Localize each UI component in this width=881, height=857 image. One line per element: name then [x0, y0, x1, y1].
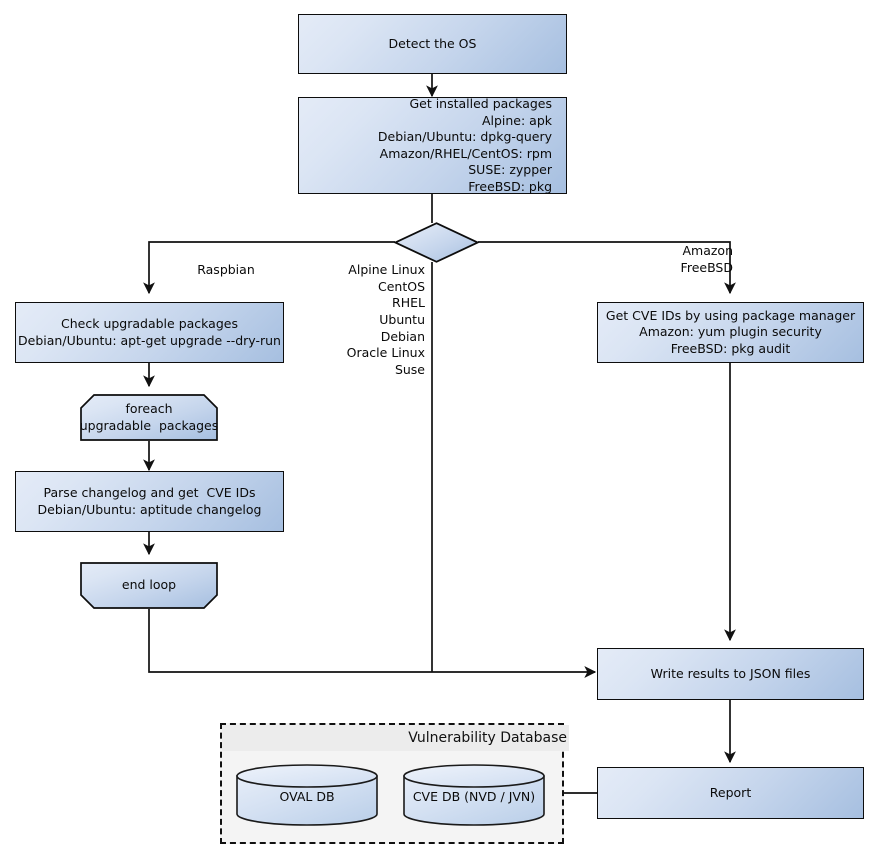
node-foreach-loop-start[interactable]: foreach upgradable packages — [80, 394, 218, 441]
node-detect-os-label: Detect the OS — [388, 35, 477, 51]
node-get-installed-packages-label: Get installed packages Alpine: apk Debia… — [377, 96, 552, 194]
node-parse-changelog-label: Parse changelog and get CVE IDs Debian/U… — [37, 485, 262, 517]
db-oval[interactable]: OVAL DB — [235, 764, 379, 826]
node-report-label: Report — [709, 784, 752, 800]
db-oval-label: OVAL DB — [279, 789, 335, 804]
node-detect-os[interactable]: Detect the OS — [298, 14, 567, 74]
edge-decision-split-left — [143, 241, 395, 295]
group-vulnerability-database-title: Vulnerability Database — [222, 725, 569, 751]
database-cylinder-icon — [236, 764, 378, 826]
db-cve[interactable]: CVE DB (NVD / JVN) — [402, 764, 546, 826]
node-get-cve-ids-label: Get CVE IDs by using package manager Ama… — [605, 307, 856, 356]
edge-label-raspbian: Raspbian — [197, 262, 255, 277]
node-report[interactable]: Report — [597, 767, 864, 819]
node-os-decision[interactable] — [394, 222, 479, 263]
node-parse-changelog[interactable]: Parse changelog and get CVE IDs Debian/U… — [15, 471, 284, 532]
node-check-upgradable-packages[interactable]: Check upgradable packages Debian/Ubuntu:… — [15, 302, 284, 363]
node-get-installed-packages[interactable]: Get installed packages Alpine: apk Debia… — [298, 96, 567, 194]
edge-label-middle-os-list: Alpine Linux CentOS RHEL Ubuntu Debian O… — [346, 262, 425, 377]
loop-end-shape-icon — [80, 562, 218, 609]
diamond-icon — [394, 222, 479, 263]
node-end-loop[interactable]: end loop — [80, 562, 218, 609]
edge-decision-split-right — [478, 241, 736, 295]
node-foreach-loop-start-label: foreach upgradable packages — [79, 401, 219, 433]
node-write-results-label: Write results to JSON files — [650, 665, 811, 681]
node-get-cve-ids[interactable]: Get CVE IDs by using package manager Ama… — [597, 302, 864, 363]
node-os-decision-label — [394, 222, 479, 263]
db-cve-label: CVE DB (NVD / JVN) — [412, 789, 536, 804]
database-cylinder-icon — [403, 764, 545, 826]
edge-label-amazon-freebsd: Amazon FreeBSD — [680, 243, 733, 275]
node-end-loop-label: end loop — [121, 577, 177, 593]
node-write-results[interactable]: Write results to JSON files — [597, 648, 864, 700]
node-check-upgradable-packages-label: Check upgradable packages Debian/Ubuntu:… — [18, 316, 281, 348]
edge-endloop-to-write — [148, 609, 597, 678]
loop-start-shape-icon — [80, 394, 218, 441]
